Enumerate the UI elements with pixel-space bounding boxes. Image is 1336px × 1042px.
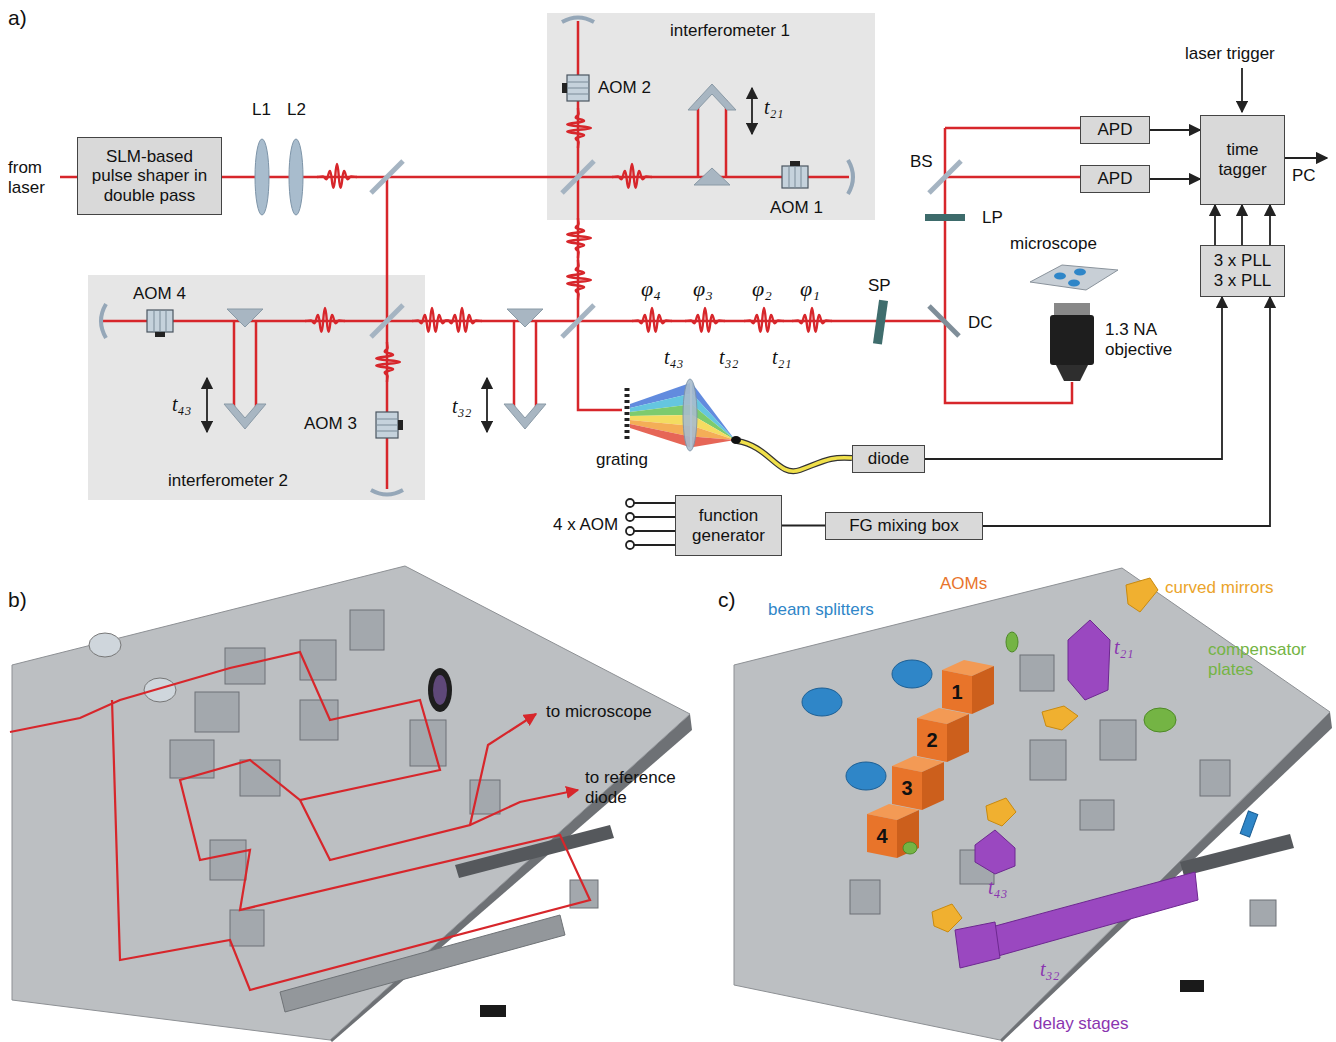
category-label: compensator plates xyxy=(1208,640,1320,679)
delay-stage-highlights xyxy=(955,620,1198,968)
box-text: 3 x PLL 3 x PLL xyxy=(1211,251,1275,290)
delay-arrows xyxy=(207,88,752,432)
delay-label: t₃₂ xyxy=(452,395,471,418)
phase-label: φ₁ xyxy=(800,276,820,301)
signal-connector xyxy=(1150,178,1200,180)
category-label: delay stages xyxy=(1033,1014,1128,1034)
category-label: beam splitters xyxy=(768,600,874,620)
electronics-box: 3 x PLL 3 x PLL xyxy=(1200,245,1285,297)
electronics-box: function generator xyxy=(675,495,782,556)
signal-label: laser trigger xyxy=(1185,44,1275,64)
detector-box: APD xyxy=(1080,116,1150,144)
annotated-breadboard-photo xyxy=(734,568,1332,1042)
box-text: FG mixing box xyxy=(849,516,959,536)
component-label: AOM 4 xyxy=(133,284,186,304)
delay-label: t₄₃ xyxy=(664,346,683,369)
region-title: interferometer 1 xyxy=(670,21,790,41)
detector-box: diode xyxy=(852,445,925,473)
signal-connector xyxy=(983,297,1270,526)
panel-letter: c) xyxy=(718,588,736,612)
box-text: APD xyxy=(1098,120,1133,140)
component-label: 1.3 NA objective xyxy=(1105,320,1190,359)
pulses xyxy=(305,108,832,382)
category-label: curved mirrors xyxy=(1165,578,1274,598)
phase-label: φ₂ xyxy=(752,276,772,301)
component-label: microscope xyxy=(1010,234,1097,254)
signal-label: PC xyxy=(1292,166,1316,186)
delay-label: t₄₃ xyxy=(988,876,1007,899)
callout-number: 1 xyxy=(951,681,962,704)
lens-label: L1 xyxy=(252,100,271,120)
component-label: DC xyxy=(968,313,993,333)
box-text: diode xyxy=(868,449,910,469)
callout-number: 4 xyxy=(876,825,887,848)
signal-connector xyxy=(1241,205,1243,245)
component-label: AOM 1 xyxy=(770,198,823,218)
phase-label: φ₃ xyxy=(693,276,713,301)
beam-splitter-highlights xyxy=(802,660,1258,837)
compensator-highlights xyxy=(903,632,1176,854)
input-label: from laser xyxy=(8,158,68,197)
electronics-box: FG mixing box xyxy=(825,512,983,540)
delay-label: t₂₁ xyxy=(772,346,791,369)
box-text: time tagger xyxy=(1212,140,1274,179)
electronics-box: time tagger xyxy=(1200,115,1285,205)
signal-connector xyxy=(1214,205,1216,245)
signal-connector xyxy=(925,297,1222,459)
signal-connector xyxy=(1150,129,1200,131)
component-label: SP xyxy=(868,276,891,296)
callout-number: 2 xyxy=(926,729,937,752)
phase-label: φ₄ xyxy=(641,276,661,301)
category-label: AOMs xyxy=(940,574,987,594)
region-title: interferometer 2 xyxy=(168,471,288,491)
delay-label: t₂₁ xyxy=(1114,636,1133,659)
box-text: function generator xyxy=(683,506,775,545)
interferometer-region: interferometer 1 xyxy=(547,13,875,220)
retroreflectors xyxy=(224,84,736,429)
process-box: SLM-based pulse shaper in double pass xyxy=(77,137,222,215)
component-label: AOM 2 xyxy=(598,78,651,98)
grating-spectrometer xyxy=(627,379,852,471)
delay-label: t₄₃ xyxy=(172,393,191,416)
curved-mirror-highlights xyxy=(932,578,1158,932)
panel-letter: b) xyxy=(8,588,27,612)
aom-highlights xyxy=(867,660,994,858)
lenses xyxy=(255,139,303,215)
box-text: SLM-based pulse shaper in double pass xyxy=(88,147,212,206)
lens-label: L2 xyxy=(287,100,306,120)
signal-connector xyxy=(1269,205,1271,245)
beam-label: to microscope xyxy=(546,702,652,722)
delay-label: t₂₁ xyxy=(764,96,783,119)
curved-mirrors xyxy=(101,18,853,495)
beam-splitters xyxy=(371,161,961,337)
box-text: APD xyxy=(1098,169,1133,189)
detector-box: APD xyxy=(1080,165,1150,193)
laser-beam xyxy=(60,21,1080,489)
component-label: AOM 3 xyxy=(304,414,357,434)
objective-and-sample xyxy=(1030,265,1118,381)
component-label: grating xyxy=(596,450,648,470)
component-label: BS xyxy=(910,152,933,172)
signal-label: 4 x AOM xyxy=(553,515,618,535)
callout-number: 3 xyxy=(901,777,912,800)
aom-symbols xyxy=(147,75,808,438)
signal-connector xyxy=(782,525,825,527)
signal-wires xyxy=(626,68,1327,549)
delay-label: t₃₂ xyxy=(719,346,738,369)
component-label: LP xyxy=(982,208,1003,228)
panel-letter: a) xyxy=(8,6,27,30)
beam-label: to reference diode xyxy=(585,768,697,807)
delay-label: t₃₂ xyxy=(1040,958,1059,981)
